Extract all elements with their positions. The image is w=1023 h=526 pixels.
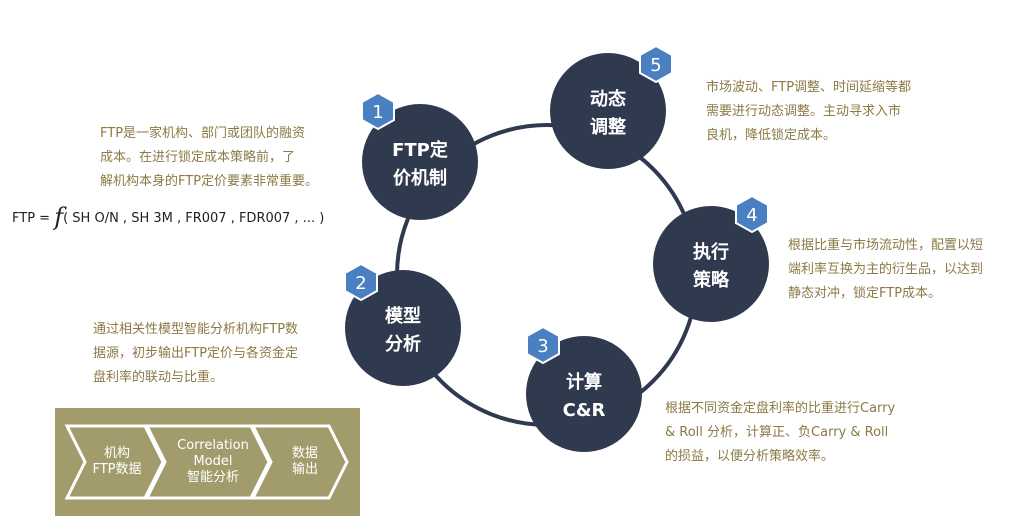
step-label-line-1: 动态 xyxy=(590,88,626,110)
step-label-line-2: 价机制 xyxy=(393,168,447,189)
step-number: 1 xyxy=(372,102,383,123)
flow-step-label: 数据 输出 xyxy=(291,446,318,477)
step-number: 2 xyxy=(355,273,366,294)
step-5-dynamic: 动态 调整 5 xyxy=(550,44,673,169)
flow-step-label: 机构 FTP数据 xyxy=(92,446,142,477)
step-3-calc-cr: 计算 C&R 3 xyxy=(526,325,642,452)
flow-step-chevron xyxy=(64,424,165,500)
step-number: 4 xyxy=(746,205,757,226)
step-circle xyxy=(362,104,478,220)
step-circle xyxy=(345,270,461,386)
step-label-line-1: FTP定 xyxy=(392,139,448,161)
step-label-line-2: 策略 xyxy=(693,269,730,291)
formula-lhs: FTP = xyxy=(12,211,51,226)
step-label-line-1: 计算 xyxy=(566,371,602,393)
step-badge xyxy=(361,91,395,131)
formula-function: f xyxy=(54,203,64,231)
flow-step-chevron xyxy=(144,424,271,500)
step-circle xyxy=(526,336,642,452)
step-label-line-1: 执行 xyxy=(693,241,729,263)
step-number: 5 xyxy=(650,55,661,76)
step-1-ftp-pricing: FTP定 价机制 1 xyxy=(361,91,478,220)
step-label-line-2: 调整 xyxy=(590,116,626,138)
execute-description: 根据比重与市场流动性，配置以短 端利率互换为主的衍生品，以达到 静态对冲，锁定F… xyxy=(788,238,984,301)
flow-step-chevron xyxy=(250,424,349,500)
step-4-execute: 执行 策略 4 xyxy=(653,194,769,322)
step-badge xyxy=(344,262,378,302)
ftp-pricing-description: FTP是一家机构、部门或团队的融资 成本。在进行锁定成本策略前，了 解机构本身的… xyxy=(100,126,319,189)
step-circle xyxy=(653,206,769,322)
step-number: 3 xyxy=(537,336,548,357)
step-label-line-1: 模型 xyxy=(385,305,421,327)
step-badge xyxy=(526,325,560,365)
step-label-line-2: 分析 xyxy=(385,333,421,355)
step-badge xyxy=(735,194,769,234)
flow-step-label: Correlation Model 智能分析 xyxy=(177,438,249,485)
data-flow-panel: 机构 FTP数据 Correlation Model 智能分析 数据 输出 xyxy=(55,408,360,516)
flow-chevrons xyxy=(64,424,349,500)
step-2-model-analysis: 模型 分析 2 xyxy=(344,262,461,386)
calc-cr-description: 根据不同资金定盘利率的比重进行Carry & Roll 分析，计算正、负Carr… xyxy=(665,401,896,464)
step-circle xyxy=(550,53,666,169)
step-badge xyxy=(639,44,673,84)
formula-args: ( SH O/N , SH 3M , FR007 , FDR007 , ... … xyxy=(63,211,325,226)
model-analysis-description: 通过相关性模型智能分析机构FTP数 据源，初步输出FTP定价与各资金定 盘利率的… xyxy=(93,322,299,385)
step-label-line-2: C&R xyxy=(563,400,606,421)
ftp-formula: FTP = f( SH O/N , SH 3M , FR007 , FDR007… xyxy=(12,203,324,231)
dynamic-adjustment-description: 市场波动、FTP调整、时间延缩等都 需要进行动态调整。主动寻求入市 良机，降低锁… xyxy=(706,80,912,143)
